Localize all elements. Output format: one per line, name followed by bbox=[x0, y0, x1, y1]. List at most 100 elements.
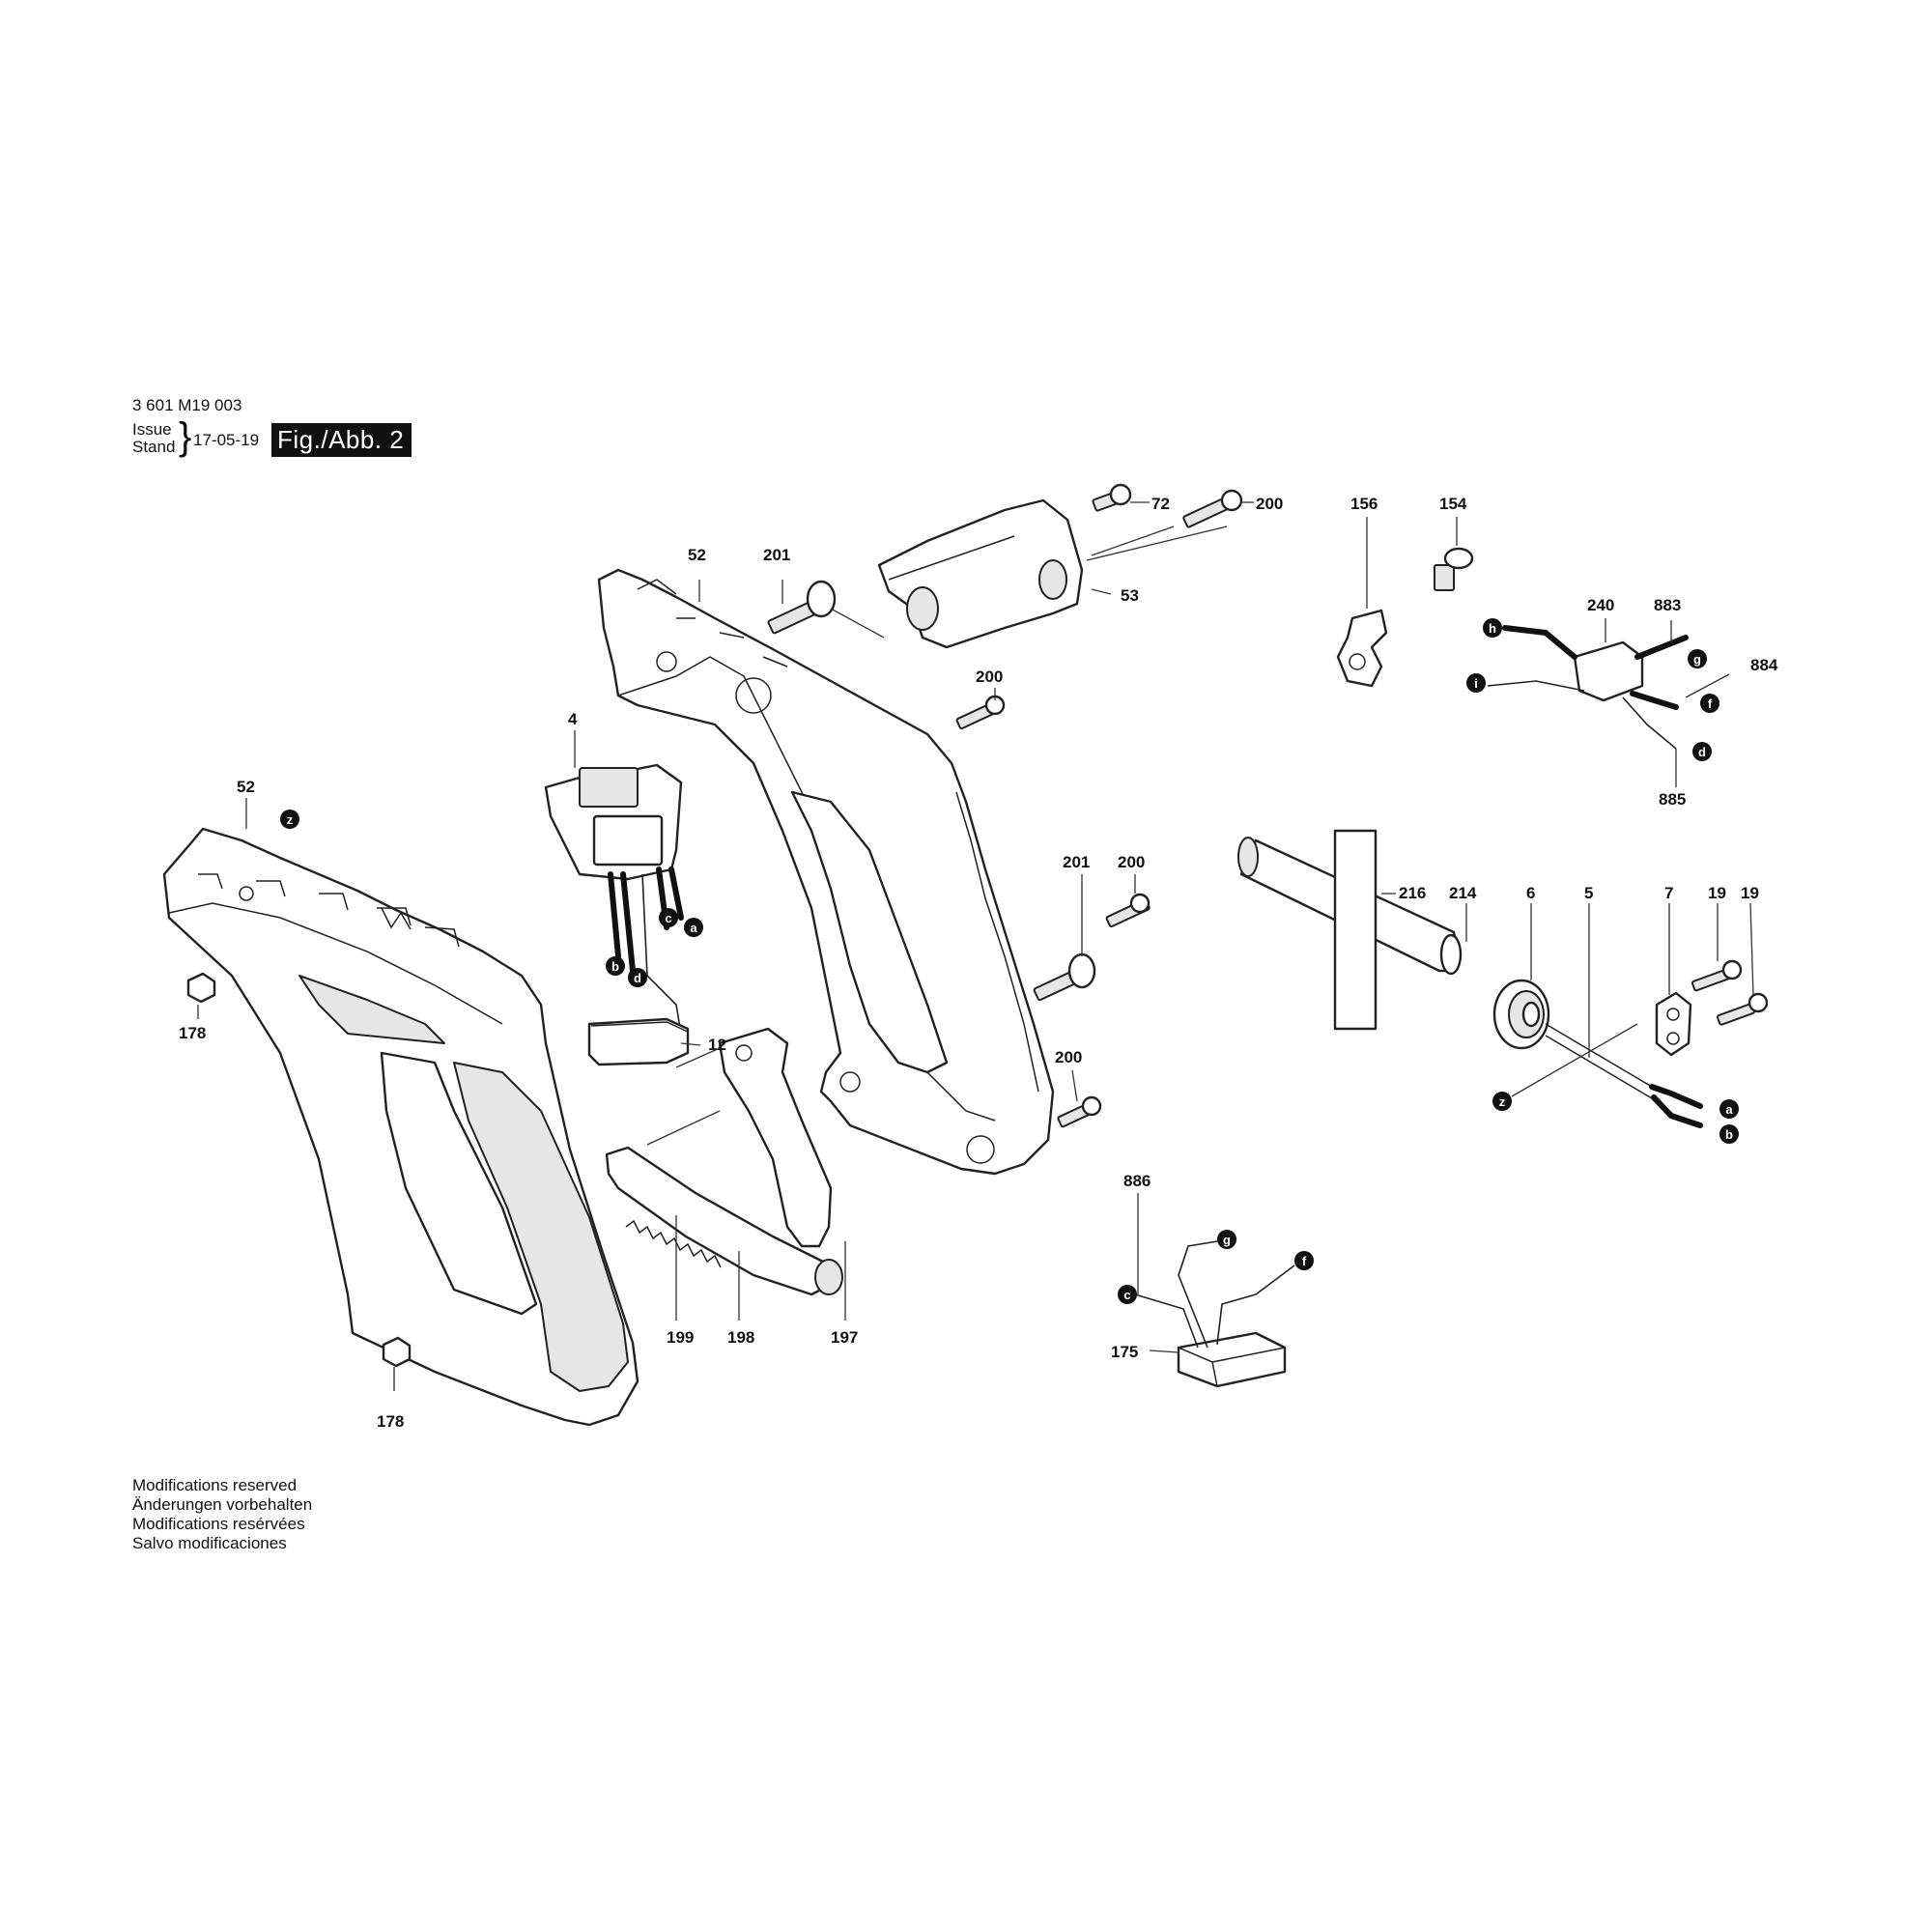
badge-a-right: a bbox=[1719, 1099, 1739, 1119]
svg-text:d: d bbox=[634, 971, 641, 985]
label-7: 7 bbox=[1664, 884, 1673, 902]
screw-201-mid bbox=[1033, 952, 1096, 1002]
label-198: 198 bbox=[727, 1328, 754, 1347]
spring-199 bbox=[625, 1219, 722, 1268]
footer-note-es: Salvo modificaciones bbox=[132, 1534, 287, 1552]
footer-note-en: Modifications reserved bbox=[132, 1476, 298, 1494]
svg-text:f: f bbox=[1302, 1254, 1307, 1268]
svg-text:f: f bbox=[1708, 696, 1713, 711]
badge-h: h bbox=[1483, 618, 1502, 638]
screw-72 bbox=[1092, 483, 1132, 512]
switch-part-4 bbox=[544, 763, 684, 1035]
label-52-left: 52 bbox=[237, 778, 255, 796]
badge-z-right: z bbox=[1492, 1092, 1512, 1111]
screw-200-mid bbox=[955, 695, 1006, 730]
label-197: 197 bbox=[831, 1328, 858, 1347]
screw-19-a bbox=[1690, 959, 1743, 992]
part-number-labels: 52 201 72 200 53 156 154 240 883 884 885… bbox=[179, 495, 1778, 1431]
svg-text:i: i bbox=[1474, 676, 1478, 691]
nut-178-top bbox=[186, 972, 216, 1004]
footer-note-fr: Modifications resérvées bbox=[132, 1515, 305, 1533]
nut-178-bottom bbox=[382, 1336, 412, 1368]
label-6: 6 bbox=[1526, 884, 1535, 902]
clamp-7 bbox=[1655, 991, 1692, 1057]
badge-g-capacitor: g bbox=[1217, 1230, 1236, 1249]
screw-201-top bbox=[767, 580, 837, 635]
label-175: 175 bbox=[1111, 1343, 1138, 1361]
figure-label: Fig./Abb. 2 bbox=[271, 423, 412, 457]
clip-156 bbox=[1336, 609, 1388, 688]
svg-text:b: b bbox=[611, 959, 619, 974]
svg-text:a: a bbox=[1725, 1102, 1733, 1117]
svg-text:h: h bbox=[1489, 621, 1496, 636]
label-201-top: 201 bbox=[763, 546, 790, 564]
issue-label: Issue bbox=[132, 420, 172, 439]
capacitor-175 bbox=[1134, 1240, 1295, 1388]
badge-f-top-right: f bbox=[1700, 694, 1719, 713]
screw-154 bbox=[1434, 547, 1474, 591]
cover-part-53 bbox=[877, 498, 1084, 649]
label-201-mid: 201 bbox=[1063, 853, 1090, 871]
svg-text:b: b bbox=[1725, 1127, 1733, 1142]
label-214: 214 bbox=[1449, 884, 1477, 902]
issue-date: 17-05-19 bbox=[193, 431, 260, 449]
grommet-6 bbox=[1492, 979, 1550, 1050]
handle-shell-left bbox=[162, 827, 639, 1427]
label-53: 53 bbox=[1121, 586, 1139, 605]
label-12: 12 bbox=[708, 1036, 726, 1054]
label-72: 72 bbox=[1151, 495, 1170, 513]
stand-label: Stand bbox=[132, 438, 176, 456]
screw-19-b bbox=[1716, 992, 1769, 1026]
part-12-block bbox=[587, 1017, 690, 1066]
svg-text:z: z bbox=[1499, 1094, 1506, 1109]
lever-197 bbox=[718, 1027, 833, 1248]
badge-d-top-right: d bbox=[1692, 742, 1712, 761]
svg-text:d: d bbox=[1698, 745, 1706, 759]
leader-lines bbox=[197, 501, 1754, 1391]
label-19-b: 19 bbox=[1741, 884, 1759, 902]
label-200-top: 200 bbox=[1256, 495, 1283, 513]
badge-d-switch: d bbox=[628, 968, 647, 987]
badge-z-left: z bbox=[280, 810, 299, 829]
slider-198 bbox=[605, 1146, 843, 1296]
cable-5 bbox=[1545, 1023, 1703, 1128]
label-156: 156 bbox=[1350, 495, 1378, 513]
badge-a-switch: a bbox=[684, 918, 703, 937]
brace-glyph: } bbox=[179, 415, 192, 458]
label-178-bottom: 178 bbox=[377, 1412, 404, 1431]
label-240: 240 bbox=[1587, 596, 1614, 614]
screw-200-top bbox=[1182, 489, 1243, 528]
label-216: 216 bbox=[1399, 884, 1426, 902]
label-884: 884 bbox=[1750, 656, 1778, 674]
label-154: 154 bbox=[1439, 495, 1467, 513]
badge-c-switch: c bbox=[659, 908, 678, 927]
svg-text:z: z bbox=[287, 812, 294, 827]
screw-200-mid2 bbox=[1105, 893, 1151, 928]
svg-text:c: c bbox=[1123, 1288, 1130, 1302]
label-19-a: 19 bbox=[1708, 884, 1726, 902]
label-5: 5 bbox=[1584, 884, 1593, 902]
document-number: 3 601 M19 003 bbox=[132, 396, 242, 414]
svg-text:a: a bbox=[690, 921, 697, 935]
connector-240 bbox=[1487, 625, 1689, 750]
handle-shell-right bbox=[597, 568, 1055, 1176]
badge-c-capacitor: c bbox=[1118, 1285, 1137, 1304]
label-52-top: 52 bbox=[688, 546, 706, 564]
badge-b-switch: b bbox=[606, 956, 625, 976]
part-216-bar bbox=[1333, 829, 1378, 1031]
label-885: 885 bbox=[1659, 790, 1686, 809]
badge-f-capacitor: f bbox=[1294, 1251, 1314, 1270]
badge-i: i bbox=[1466, 673, 1486, 693]
badge-b-right: b bbox=[1719, 1124, 1739, 1144]
svg-text:g: g bbox=[1693, 652, 1701, 667]
connection-badges: z c a b d h g i f d z a b g f c bbox=[280, 618, 1739, 1304]
screw-200-low bbox=[1057, 1095, 1102, 1128]
badge-g-top-right: g bbox=[1688, 649, 1707, 668]
footer-note-de: Änderungen vorbehalten bbox=[132, 1495, 313, 1514]
label-200-mid: 200 bbox=[976, 668, 1003, 686]
label-4: 4 bbox=[568, 710, 578, 728]
label-886: 886 bbox=[1123, 1172, 1151, 1190]
label-199: 199 bbox=[667, 1328, 694, 1347]
label-200-low: 200 bbox=[1055, 1048, 1082, 1066]
